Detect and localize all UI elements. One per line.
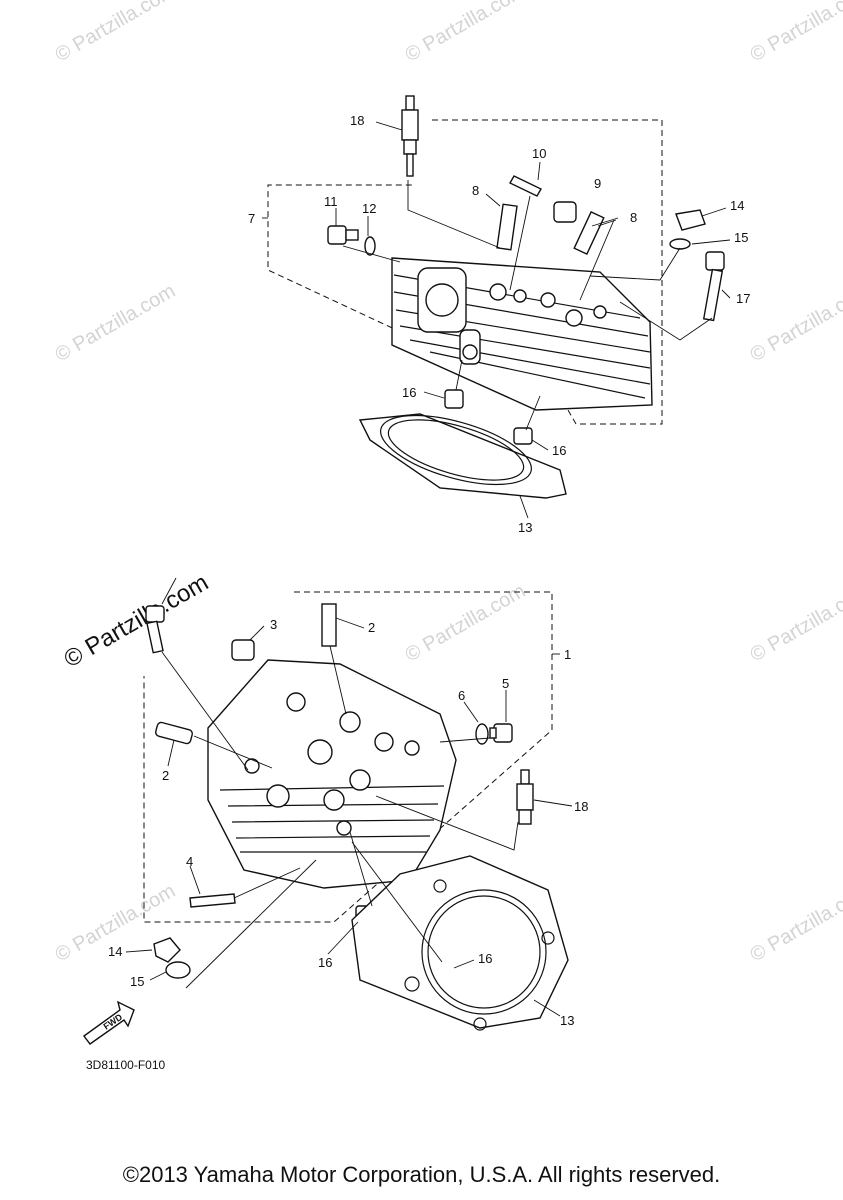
callout-number: 6 <box>458 688 465 703</box>
callout-number: 2 <box>368 620 375 635</box>
valve-guide <box>155 721 193 745</box>
leader-lines <box>125 577 573 1017</box>
valve-guide <box>321 603 337 647</box>
head-bolt <box>702 251 725 322</box>
dowel-pin <box>444 389 464 409</box>
fwd-arrow: FWD <box>83 1000 135 1045</box>
callout-number: 16 <box>478 951 492 966</box>
dowel-pin <box>513 427 533 445</box>
callout-number: 18 <box>350 113 364 128</box>
callout-number: 16 <box>402 385 416 400</box>
callout-number: 14 <box>730 198 744 213</box>
union-bolt <box>327 225 359 245</box>
washer <box>475 723 489 745</box>
washer <box>669 238 691 250</box>
assembly-boundary-7 <box>267 119 663 425</box>
watermark: © Partzilla.com <box>402 0 530 66</box>
nut <box>153 937 181 963</box>
stud-bolt <box>509 175 542 197</box>
nut <box>675 209 706 231</box>
spark-plug <box>516 769 534 825</box>
callout-number: 8 <box>630 210 637 225</box>
cylinder-head-body <box>391 257 653 411</box>
washer <box>165 961 191 979</box>
watermark: © Partzilla.com <box>402 580 530 666</box>
callout-number: 16 <box>552 443 566 458</box>
copyright-notice: ©2013 Yamaha Motor Corporation, U.S.A. A… <box>122 1162 721 1187</box>
callout-number: 17 <box>736 291 750 306</box>
callout-number: 15 <box>130 974 144 989</box>
assembly-boundary-1 <box>143 591 553 923</box>
plug <box>231 639 255 661</box>
head-gasket <box>351 855 569 1031</box>
callout-number: 3 <box>270 617 277 632</box>
union-bolt <box>489 723 513 743</box>
leader-lines <box>262 121 731 519</box>
lower-assembly: 3 2 1 6 5 2 18 4 14 15 16 16 13 <box>108 577 588 1031</box>
callout-number: 18 <box>574 799 588 814</box>
cylinder-head-body <box>207 659 457 889</box>
callout-number: 13 <box>518 520 532 535</box>
lower-callouts: 3 2 1 6 5 2 18 4 14 15 16 16 13 <box>108 617 588 1028</box>
callout-number: 16 <box>318 955 332 970</box>
head-bolt <box>145 605 165 654</box>
watermark-main: © Partzilla.com <box>60 569 214 673</box>
callout-number: 14 <box>108 944 122 959</box>
diagram-part-code: 3D81100-F010 <box>86 1058 166 1072</box>
washer <box>364 236 376 256</box>
watermark: © Partzilla.com <box>747 280 843 366</box>
stud-bolt <box>189 893 236 908</box>
callout-number: 8 <box>472 183 479 198</box>
callout-number: 2 <box>162 768 169 783</box>
upper-callouts: 18 10 8 9 8 7 11 12 14 15 17 16 16 13 <box>248 113 750 535</box>
watermark: © Partzilla.com <box>747 580 843 666</box>
callout-number: 9 <box>594 176 601 191</box>
callout-number: 7 <box>248 211 255 226</box>
callout-number: 12 <box>362 201 376 216</box>
callout-number: 5 <box>502 676 509 691</box>
spark-plug <box>401 95 419 177</box>
callout-number: 15 <box>734 230 748 245</box>
callout-number: 1 <box>564 647 571 662</box>
head-gasket <box>358 413 567 499</box>
callout-number: 10 <box>532 146 546 161</box>
plug <box>553 201 577 223</box>
watermark: © Partzilla.com <box>747 880 843 966</box>
valve-guide <box>573 210 605 256</box>
valve-guide <box>496 203 518 251</box>
callout-number: 4 <box>186 854 193 869</box>
watermark: © Partzilla.com <box>52 0 180 66</box>
callout-number: 11 <box>324 194 338 209</box>
watermark: © Partzilla.com <box>52 280 180 366</box>
watermark: © Partzilla.com <box>747 0 843 66</box>
callout-number: 13 <box>560 1013 574 1028</box>
upper-assembly: 18 10 8 9 8 7 11 12 14 15 17 16 16 13 <box>248 95 750 535</box>
